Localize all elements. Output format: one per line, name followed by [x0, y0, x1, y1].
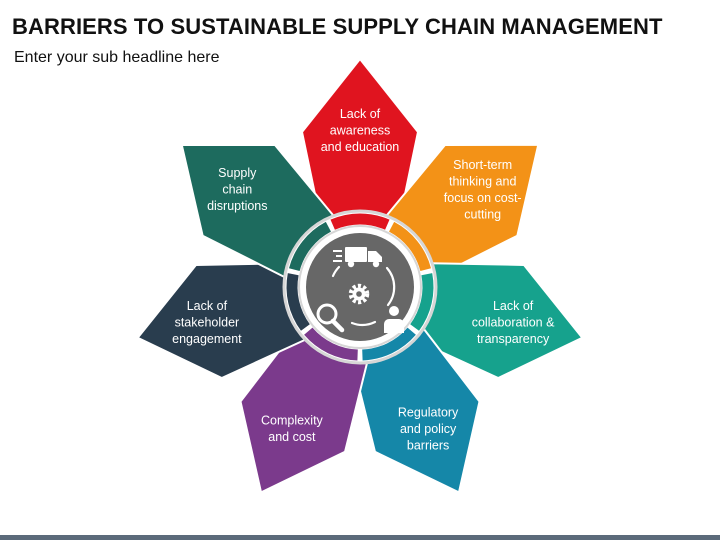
petal-label-line: Lack of	[493, 299, 534, 313]
petal-label-line: chain	[222, 183, 252, 197]
bottom-bar	[0, 535, 720, 540]
magnifier-icon	[316, 303, 345, 333]
petal-label-line: focus on cost-	[444, 191, 522, 205]
person-icon	[384, 306, 404, 333]
ring-segment-0	[330, 213, 390, 230]
ring-segment-4	[304, 327, 358, 361]
petal-label-line: transparency	[477, 332, 550, 346]
petal-label-1: Short-term thinking and focus on cost-cutt…	[444, 158, 522, 222]
gear-icon	[348, 283, 370, 305]
ring-segments	[286, 213, 434, 361]
petal-label-line: cutting	[464, 207, 501, 221]
ring-segment-6	[288, 221, 332, 272]
petal-label-line: disruptions	[207, 199, 267, 213]
ring-segment-3	[362, 327, 416, 361]
petal-label-line: Complexity	[261, 414, 324, 428]
petal-label-line: Regulatory	[398, 406, 459, 420]
petal-label-line: stakeholder	[175, 315, 240, 329]
petal-label-line: and education	[321, 140, 400, 154]
ring-segment-1	[388, 221, 432, 272]
petal-label-line: and cost	[268, 430, 316, 444]
petal-label-5: Lack of stakeholder engagement	[172, 299, 242, 346]
petal-label-line: collaboration &	[472, 315, 555, 329]
petal-label-line: awareness	[330, 124, 390, 138]
petal-label-3: Regulatory and policy barriers	[398, 406, 459, 453]
petal-label-line: Supply	[218, 166, 257, 180]
ring-segment-2	[410, 273, 434, 331]
petal-label-0: Lack of awareness and education	[321, 107, 400, 154]
petal-label-line: Lack of	[187, 299, 228, 313]
page-subtitle: Enter your sub headline here	[14, 49, 220, 66]
petal-label-line: barriers	[407, 439, 449, 453]
petal-label-6: Supply chain disruptions	[207, 166, 267, 213]
petal-label-line: Lack of	[340, 107, 381, 121]
petal-label-line: and policy	[400, 422, 457, 436]
petal-label-line: thinking and	[449, 174, 516, 188]
petal-label-line: Short-term	[453, 158, 512, 172]
page-title: BARRIERS TO SUSTAINABLE SUPPLY CHAIN MAN…	[12, 14, 663, 39]
delivery-truck-icon	[333, 247, 382, 268]
petal-label-line: engagement	[172, 332, 242, 346]
petal-label-2: Lack of collaboration & transparency	[472, 299, 555, 346]
cycle-arrows-icon	[331, 265, 396, 326]
petal-label-4: Complexity and cost	[261, 414, 324, 445]
ring-segment-5	[286, 273, 310, 331]
